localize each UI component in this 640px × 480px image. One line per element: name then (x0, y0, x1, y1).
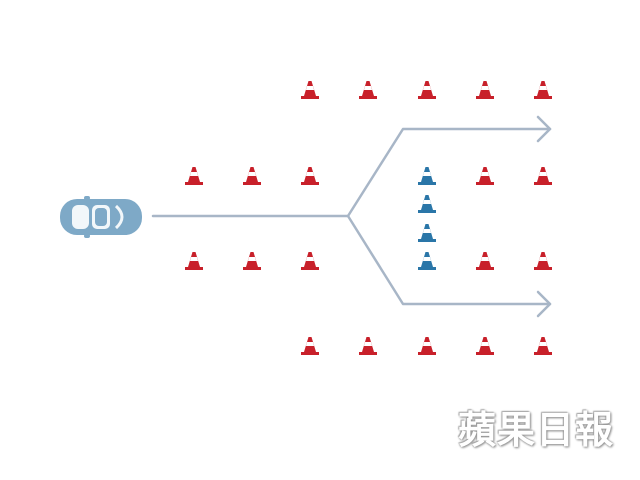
cone-grid (185, 81, 552, 355)
traffic-cone-icon (243, 252, 261, 270)
traffic-cone-icon (418, 195, 436, 213)
traffic-cone-icon (301, 81, 319, 99)
traffic-cone-icon (418, 252, 436, 270)
traffic-cone-icon (418, 337, 436, 355)
traffic-cone-icon (534, 252, 552, 270)
traffic-cone-icon (243, 167, 261, 185)
traffic-cone-icon (301, 337, 319, 355)
traffic-cone-icon (476, 337, 494, 355)
car-icon (60, 196, 142, 238)
path-arrows (151, 115, 552, 318)
traffic-cone-icon (534, 81, 552, 99)
traffic-cone-icon (476, 252, 494, 270)
traffic-cone-icon (418, 224, 436, 242)
traffic-cone-icon (534, 337, 552, 355)
traffic-cone-icon (418, 81, 436, 99)
traffic-cone-icon (476, 167, 494, 185)
upper-branch-arrow (346, 127, 552, 218)
traffic-cone-icon (476, 81, 494, 99)
traffic-cone-icon (185, 167, 203, 185)
newspaper-watermark: 蘋果日報 (458, 408, 615, 452)
traffic-cone-icon (301, 167, 319, 185)
traffic-cone-icon (359, 81, 377, 99)
traffic-cone-icon (301, 252, 319, 270)
traffic-cone-icon (534, 167, 552, 185)
traffic-cone-icon (359, 337, 377, 355)
traffic-cone-icon (185, 252, 203, 270)
lower-branch-arrow (346, 214, 552, 306)
traffic-cone-icon (418, 167, 436, 185)
